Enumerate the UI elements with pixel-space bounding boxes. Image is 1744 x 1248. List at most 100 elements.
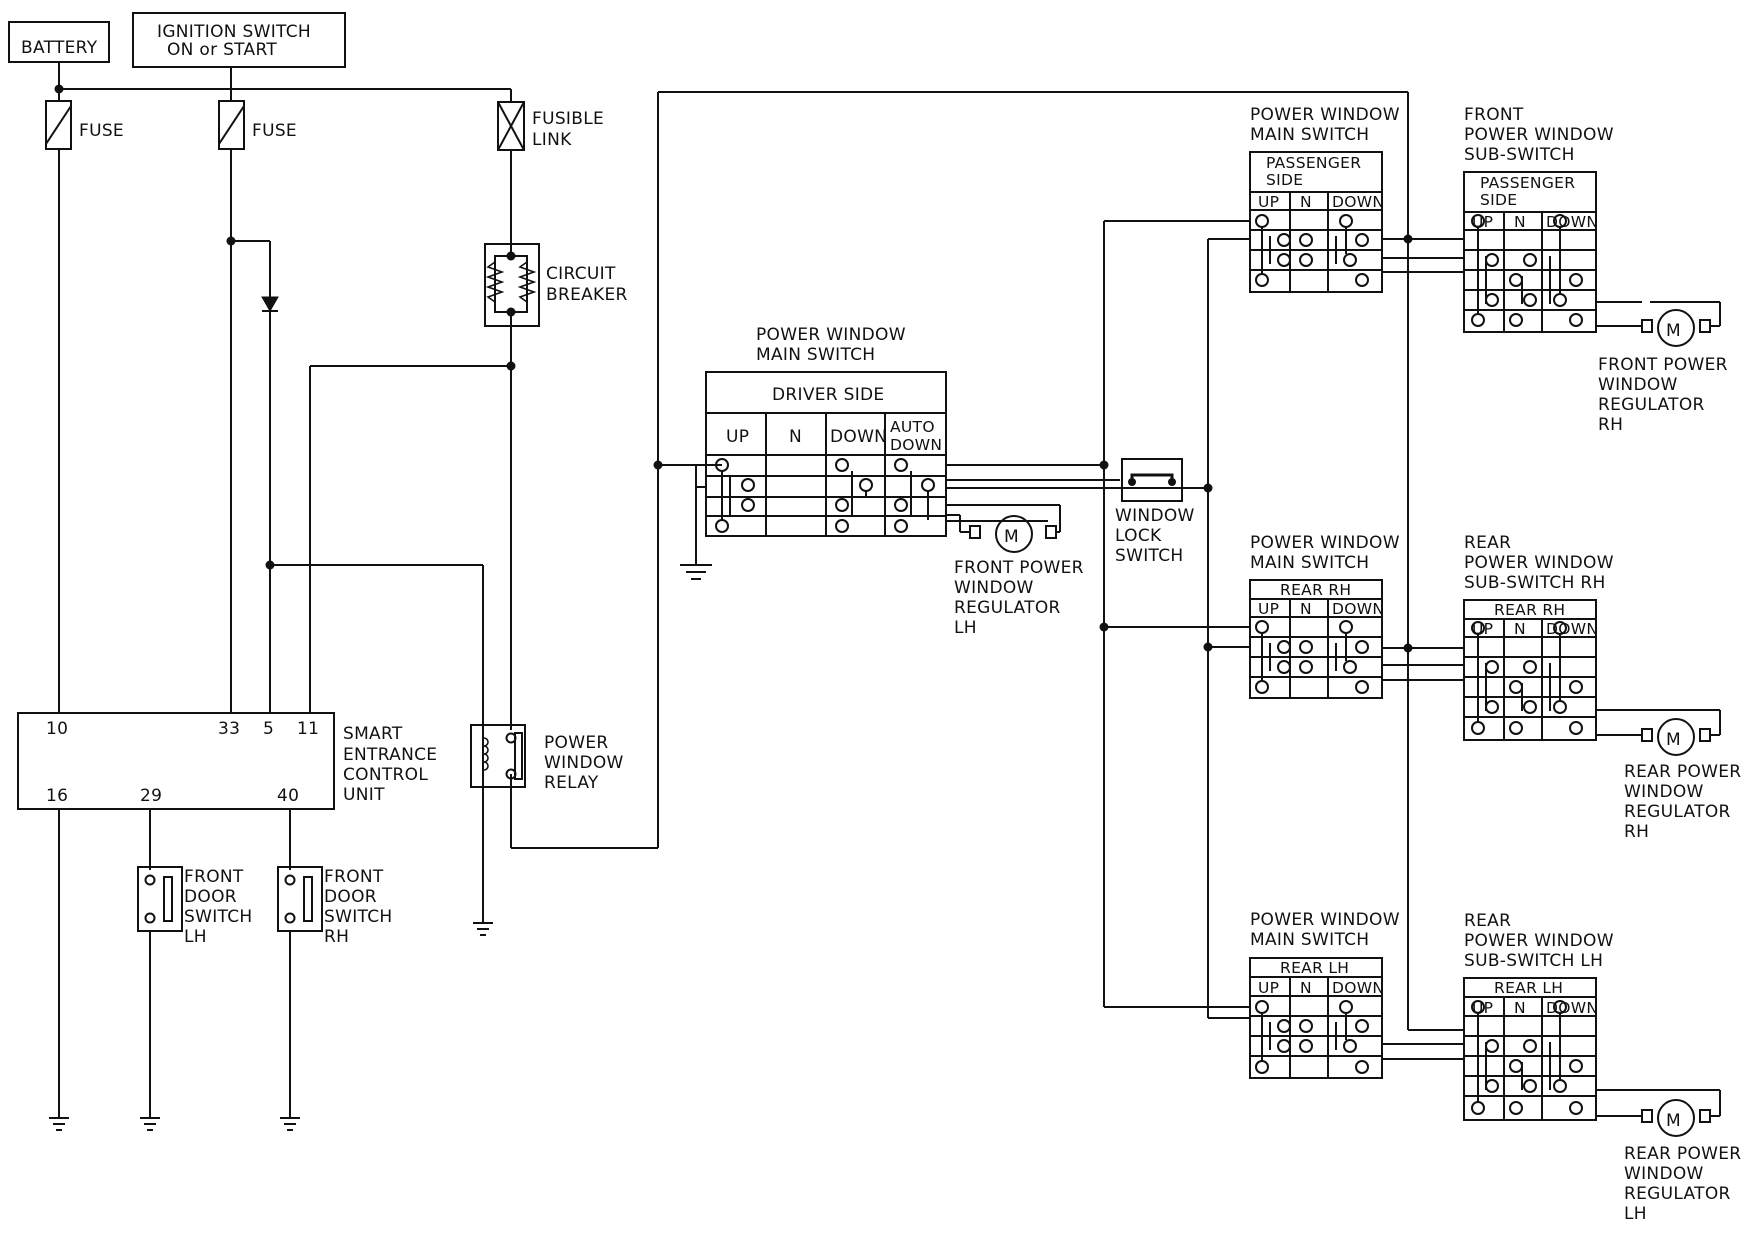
ignition-label-2: ON or START <box>167 40 277 60</box>
fusible-link-label-2: LINK <box>532 130 572 150</box>
main-switch-rear-lh-title-2: MAIN SWITCH <box>1250 930 1369 950</box>
seu-label-2: ENTRANCE <box>343 745 437 765</box>
motor-m: M <box>1666 730 1681 750</box>
pin-16: 16 <box>46 786 68 806</box>
rear-lh-motor-label-1: REAR POWER <box>1624 1144 1741 1164</box>
driver-col-down: DOWN <box>830 427 887 447</box>
driver-col-up: UP <box>726 427 749 447</box>
rear-sub-rh-title-3: SUB-SWITCH RH <box>1464 573 1606 593</box>
window-lock-switch: WINDOW LOCK SWITCH <box>1115 458 1195 566</box>
main-rear-lh-col-up: UP <box>1258 979 1279 997</box>
rear-sub-lh-title-2: POWER WINDOW <box>1464 931 1614 951</box>
main-switch-passenger-title-2: MAIN SWITCH <box>1250 125 1369 145</box>
fuse-ignition: FUSE <box>218 89 484 923</box>
rear-sub-lh-col-n: N <box>1514 999 1526 1017</box>
relay-label-1: POWER <box>544 733 609 753</box>
front-door-switch-rh: FRONT DOOR SWITCH RH <box>277 866 392 947</box>
front-sub-switch: FRONT POWER WINDOW SUB-SWITCH PASSENGER … <box>1463 105 1614 333</box>
rear-lh-motor: M REAR POWER WINDOW REGULATOR LH <box>1596 1089 1741 1224</box>
rear-sub-switch-lh: REAR POWER WINDOW SUB-SWITCH LH REAR LH … <box>1463 911 1614 1121</box>
front-lh-motor-label-1: FRONT POWER <box>954 558 1084 578</box>
pin-10: 10 <box>46 719 68 739</box>
rear-rh-motor-label-3: REGULATOR <box>1624 802 1731 822</box>
front-rh-motor-label-2: WINDOW <box>1598 375 1678 395</box>
driver-col-auto-1: AUTO <box>890 418 935 436</box>
main-rear-rh-col-down: DOWN <box>1332 600 1384 618</box>
relay-label-3: RELAY <box>544 773 599 793</box>
window-lock-label-1: WINDOW <box>1115 506 1195 526</box>
smart-entrance-control-unit: 10 33 5 11 16 29 40 SMART ENTRANCE CONTR… <box>17 712 437 810</box>
front-sub-title-1: FRONT <box>1464 105 1524 125</box>
front-rh-motor-label-3: REGULATOR <box>1598 395 1705 415</box>
passenger-col-n: N <box>1300 193 1312 211</box>
ground-29-icon <box>140 1117 160 1131</box>
front-rh-motor-label-4: RH <box>1598 415 1623 435</box>
front-lh-motor-label-3: REGULATOR <box>954 598 1061 618</box>
front-rh-motor-label-1: FRONT POWER <box>1598 355 1728 375</box>
front-sub-header-2: SIDE <box>1480 191 1517 209</box>
fuse-label: FUSE <box>252 121 297 141</box>
door-lh-label-4: LH <box>184 927 207 947</box>
door-rh-label-4: RH <box>324 927 349 947</box>
rear-sub-rh-col-n: N <box>1514 620 1526 638</box>
passenger-col-up: UP <box>1258 193 1279 211</box>
circuit-breaker-label-2: BREAKER <box>546 285 628 305</box>
pin-33: 33 <box>218 719 240 739</box>
seu-label-4: UNIT <box>343 785 385 805</box>
passenger-header-2: SIDE <box>1266 171 1303 189</box>
main-rear-lh-col-down: DOWN <box>1332 979 1384 997</box>
door-rh-label-2: DOOR <box>324 887 377 907</box>
rear-sub-lh-title-1: REAR <box>1464 911 1511 931</box>
front-rh-motor: M FRONT POWER WINDOW REGULATOR RH <box>1596 301 1728 435</box>
circuit-breaker: CIRCUIT BREAKER <box>309 243 628 730</box>
battery: BATTERY <box>8 21 110 63</box>
seu-label-3: CONTROL <box>343 765 428 785</box>
front-lh-motor-label-2: WINDOW <box>954 578 1034 598</box>
motor-m: M <box>1666 1111 1681 1131</box>
ignition-switch: IGNITION SWITCH ON or START <box>132 12 346 68</box>
rear-rh-motor-label-2: WINDOW <box>1624 782 1704 802</box>
main-rear-lh-header: REAR LH <box>1280 959 1349 977</box>
ignition-label-1: IGNITION SWITCH <box>157 22 311 42</box>
main-switch-rear-rh: POWER WINDOW MAIN SWITCH REAR RH UP N DO… <box>1249 533 1464 699</box>
rear-rh-motor: M REAR POWER WINDOW REGULATOR RH <box>1596 709 1741 842</box>
fuse-battery: FUSE <box>45 89 124 713</box>
front-lh-motor-label-4: LH <box>954 618 977 638</box>
main-switch-title-2: MAIN SWITCH <box>756 345 875 365</box>
pin-5: 5 <box>263 719 274 739</box>
main-switch-passenger: POWER WINDOW MAIN SWITCH PASSENGER SIDE … <box>1249 105 1464 293</box>
driver-col-auto-2: DOWN <box>890 436 942 454</box>
driver-main-switch: POWER WINDOW MAIN SWITCH DRIVER SIDE UP … <box>695 325 947 565</box>
ground-40-icon <box>280 1117 300 1131</box>
window-lock-label-3: SWITCH <box>1115 546 1183 566</box>
main-switch-rear-rh-title-2: MAIN SWITCH <box>1250 553 1369 573</box>
pin-29: 29 <box>140 786 162 806</box>
main-rear-rh-col-n: N <box>1300 600 1312 618</box>
front-lh-motor: M FRONT POWER WINDOW REGULATOR LH <box>946 504 1084 638</box>
door-lh-label-2: DOOR <box>184 887 237 907</box>
front-sub-header-1: PASSENGER <box>1480 174 1575 192</box>
ground-relay-icon <box>473 922 493 936</box>
main-switch-rear-rh-title-1: POWER WINDOW <box>1250 533 1400 553</box>
door-lh-label-1: FRONT <box>184 867 244 887</box>
battery-label: BATTERY <box>21 38 98 58</box>
rear-rh-motor-label-4: RH <box>1624 822 1649 842</box>
rear-lh-motor-label-3: REGULATOR <box>1624 1184 1731 1204</box>
fusible-link-label-1: FUSIBLE <box>532 109 604 129</box>
fuse-label: FUSE <box>79 121 124 141</box>
front-door-switch-lh: FRONT DOOR SWITCH LH <box>137 866 252 947</box>
main-rear-rh-header: REAR RH <box>1280 581 1351 599</box>
fusible-link: FUSIBLE LINK <box>497 89 604 256</box>
relay-label-2: WINDOW <box>544 753 624 773</box>
pin-11: 11 <box>297 719 319 739</box>
main-switch-rear-lh-title-1: POWER WINDOW <box>1250 910 1400 930</box>
window-lock-label-2: LOCK <box>1115 526 1162 546</box>
front-sub-col-n: N <box>1514 213 1526 231</box>
rear-sub-lh-title-3: SUB-SWITCH LH <box>1464 951 1603 971</box>
rear-sub-rh-title-1: REAR <box>1464 533 1511 553</box>
ground-driver-icon <box>680 564 712 580</box>
main-switch-rear-lh: POWER WINDOW MAIN SWITCH REAR LH UP N DO… <box>1249 910 1464 1079</box>
ground-16-icon <box>49 1117 69 1131</box>
motor-m: M <box>1004 527 1019 547</box>
door-rh-label-3: SWITCH <box>324 907 392 927</box>
